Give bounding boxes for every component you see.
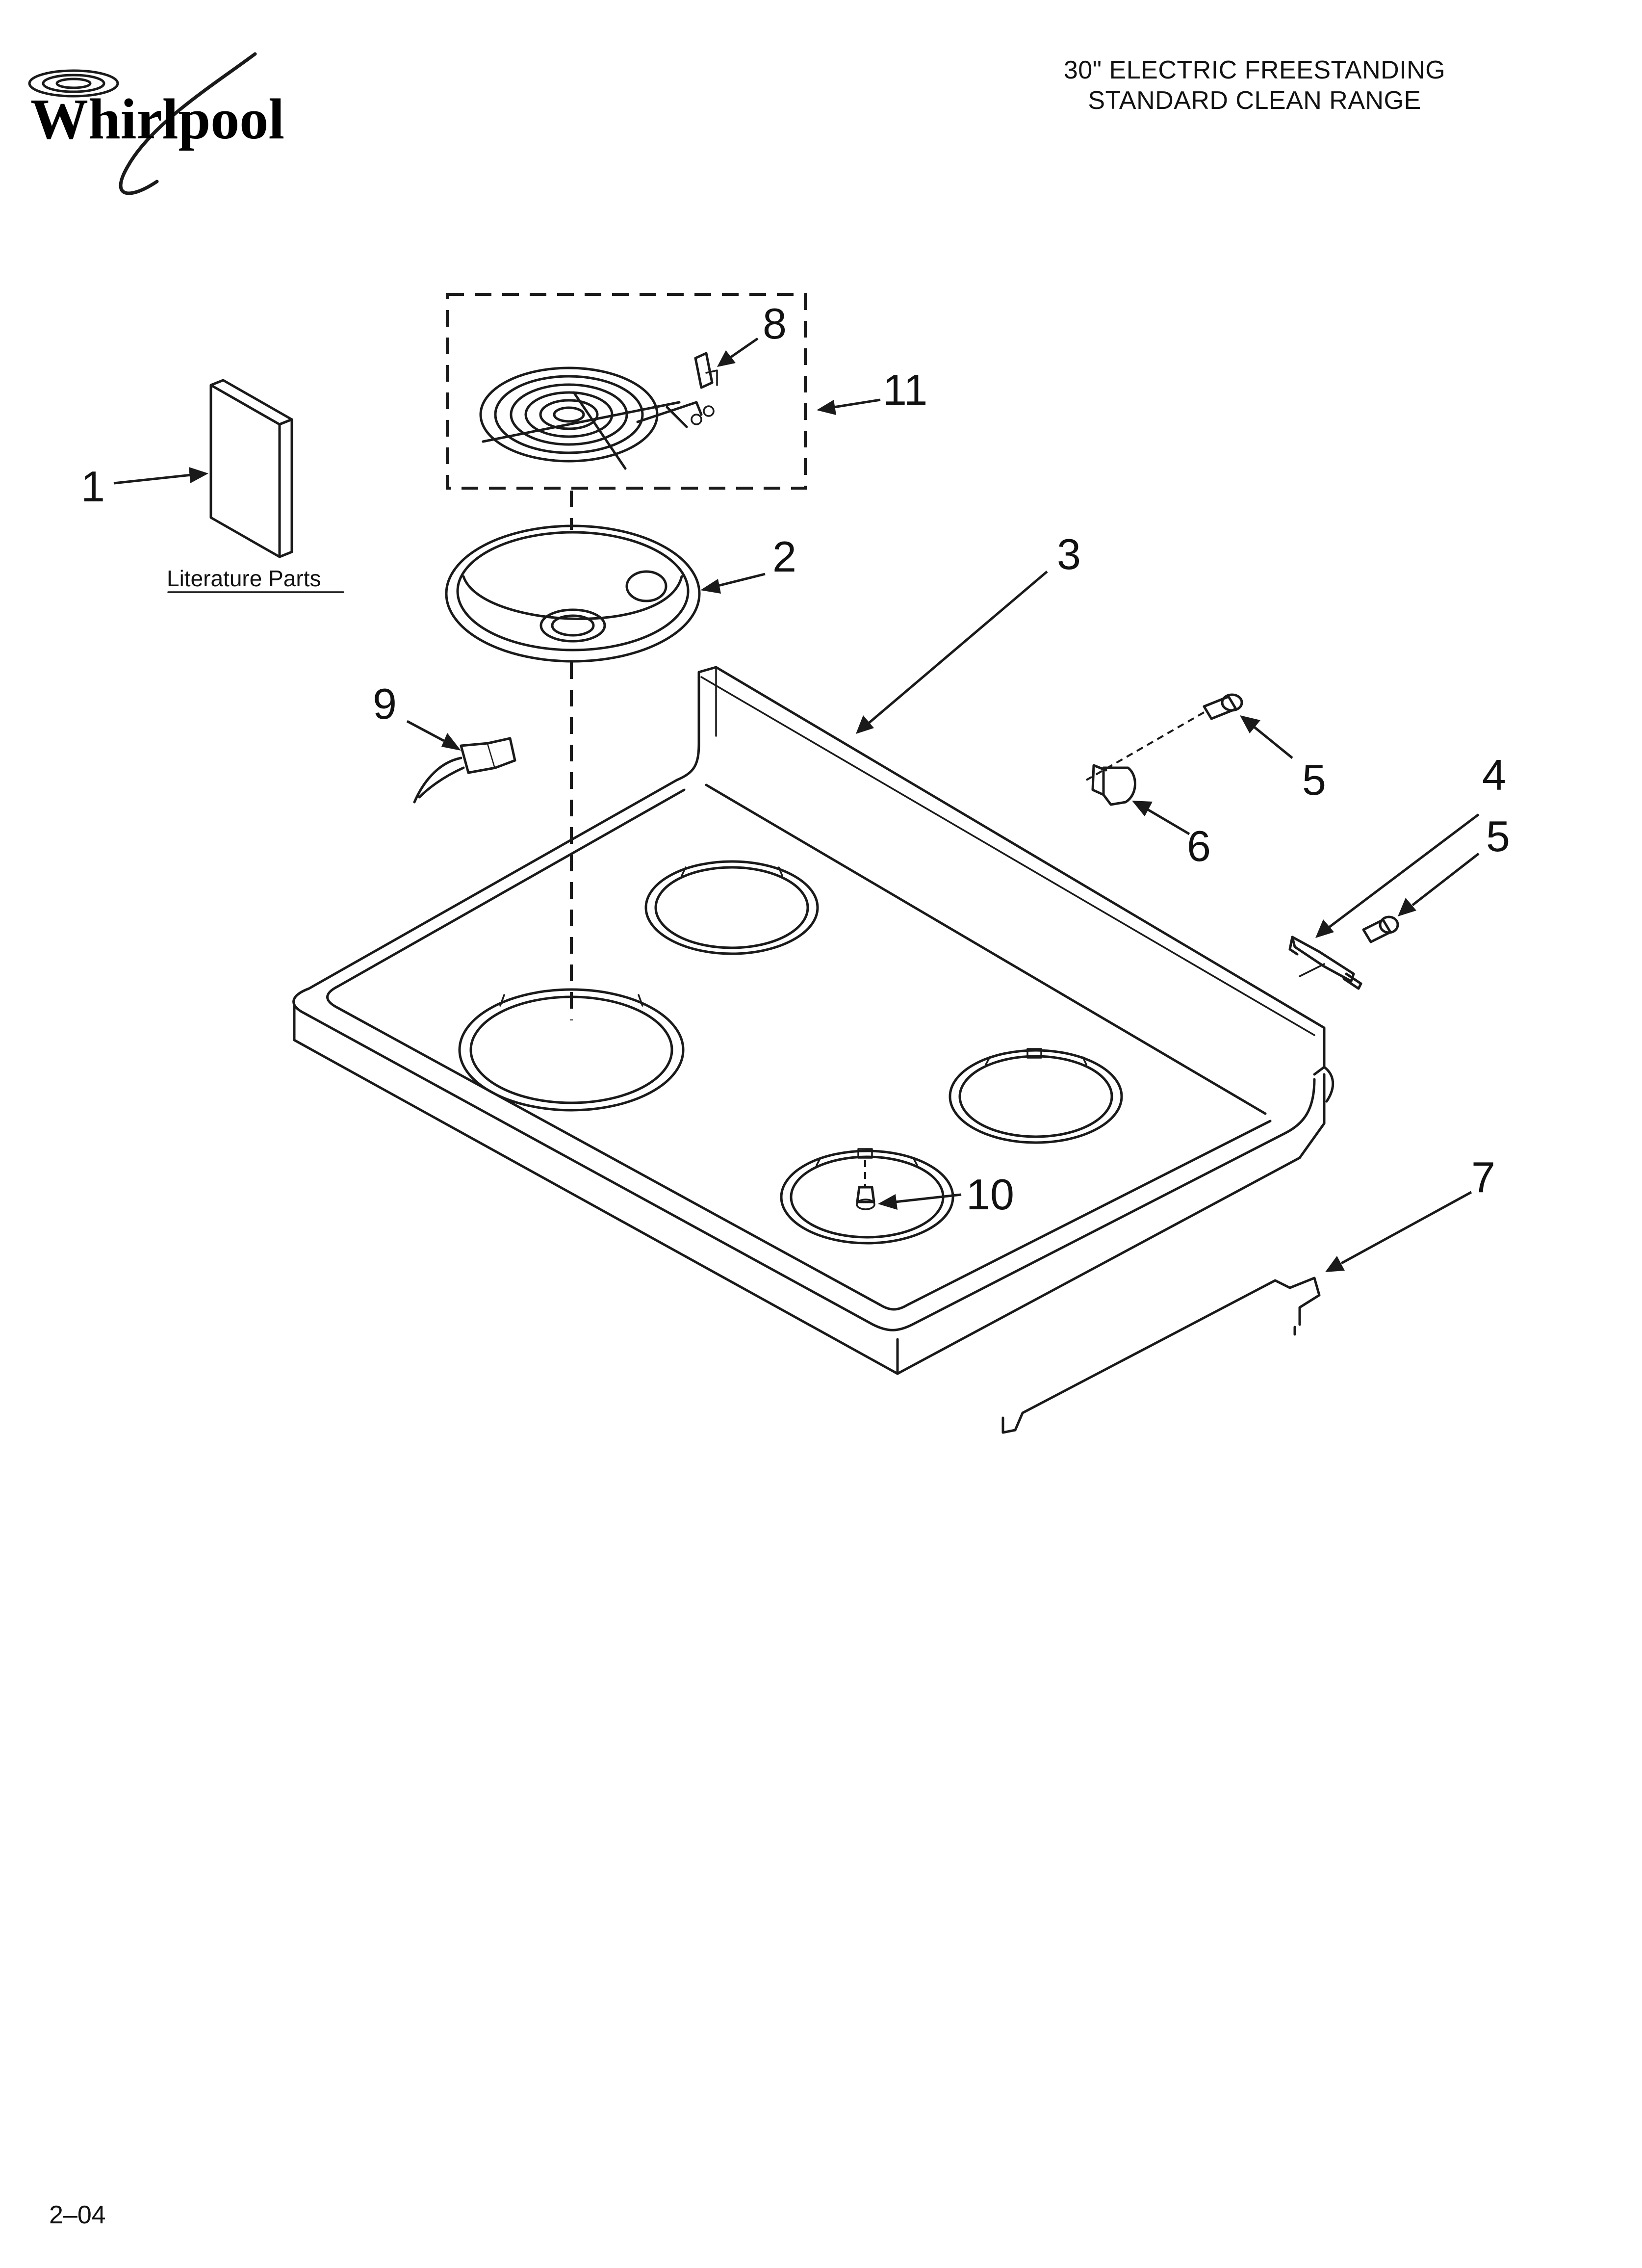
top-hold-down-rod (1001, 1277, 1321, 1434)
terminal-block (694, 352, 718, 389)
callout-1: 1 (81, 462, 105, 511)
callout-4: 4 (1482, 751, 1506, 799)
callout-9: 9 (373, 679, 397, 728)
drip-bowl (445, 524, 701, 663)
element-receptacle-screw (856, 1160, 875, 1210)
hinge-screw-upper (1203, 693, 1243, 720)
header-line-2: STANDARD CLEAN RANGE (1088, 86, 1421, 115)
burner-opening-left-rear (644, 860, 819, 955)
whirlpool-logo: Whirlpool (28, 52, 284, 195)
wiring-connector (413, 737, 516, 804)
logo-wordmark: Whirlpool (30, 87, 284, 151)
hinge-clip (1091, 764, 1136, 806)
callout-7: 7 (1471, 1153, 1495, 1201)
cooktop-main-top (292, 666, 1334, 1375)
literature-parts-label: Literature Parts (167, 566, 321, 591)
callout-2: 2 (772, 532, 796, 581)
hinge-screw-lower (1362, 915, 1399, 943)
surface-coil-element (479, 366, 715, 470)
burner-opening-left-front (458, 988, 685, 1112)
callout-3: 3 (1057, 530, 1081, 578)
callout-8: 8 (763, 299, 787, 348)
callout-5-upper: 5 (1302, 756, 1326, 804)
callout-11: 11 (883, 365, 927, 414)
footer-code: 2–04 (49, 2201, 106, 2229)
document-header: 30" ELECTRIC FREESTANDING STANDARD CLEAN… (936, 55, 1573, 116)
callout-6: 6 (1187, 822, 1211, 870)
literature-parts-booklet (209, 379, 293, 558)
callout-10: 10 (966, 1170, 1014, 1219)
callout-5-lower: 5 (1486, 812, 1510, 860)
burner-opening-right-rear (949, 1048, 1123, 1144)
surface-element-kit-box (446, 293, 807, 490)
hinge-bracket (1288, 936, 1362, 990)
header-line-1: 30" ELECTRIC FREESTANDING (1063, 56, 1446, 84)
